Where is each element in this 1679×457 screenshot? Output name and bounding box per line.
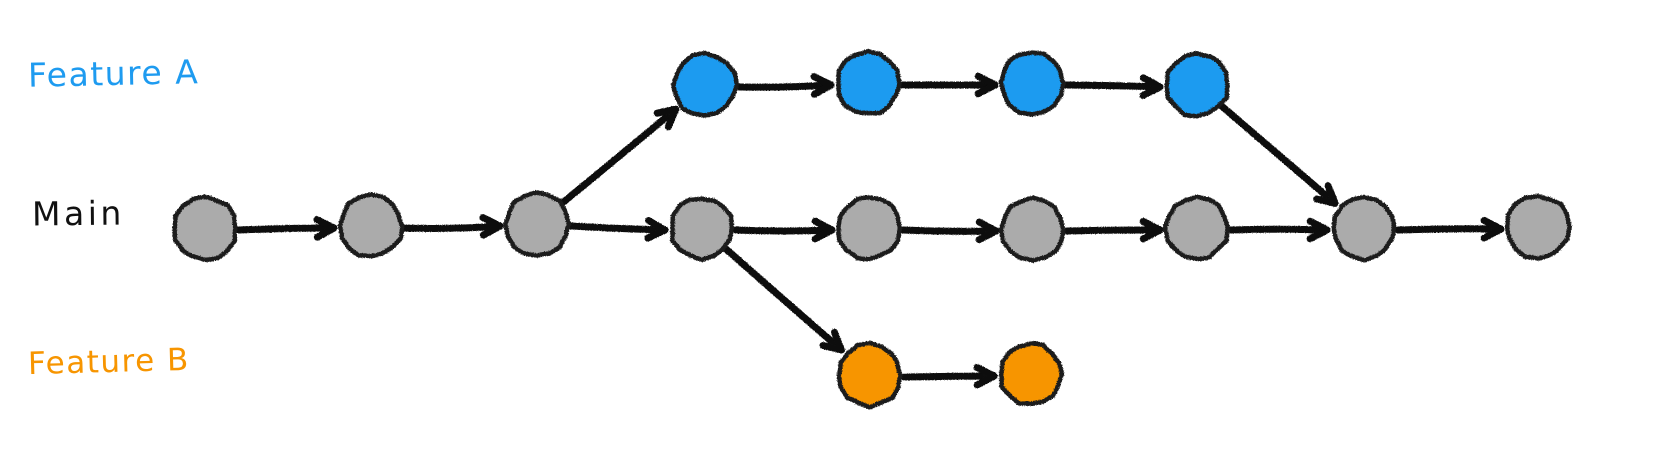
arrowhead-m4-b1: [819, 328, 845, 354]
commit-node-b1[interactable]: [836, 340, 903, 410]
arrowhead-a4-m8: [1313, 182, 1339, 207]
edge-m1-m2: [235, 224, 338, 234]
commit-node-m2[interactable]: [337, 192, 405, 259]
commit-node-shape: [998, 50, 1066, 117]
commit-node-shape: [1164, 51, 1230, 119]
commit-node-m6[interactable]: [998, 195, 1066, 264]
commit-node-b2[interactable]: [999, 341, 1065, 407]
commit-node-a4[interactable]: [1164, 51, 1230, 119]
edge-a3-a4: [1062, 81, 1164, 91]
edge-a1-a2: [735, 81, 835, 91]
edge-m8-m9: [1394, 225, 1505, 234]
arrowhead-b1-b2: [973, 363, 998, 389]
edge-m4-m5: [732, 226, 836, 235]
arrowhead-m3-a1: [653, 105, 680, 131]
arrowhead-m2-m3: [479, 214, 504, 239]
edge-a4-m8: [1217, 102, 1339, 207]
commit-node-m8[interactable]: [1331, 194, 1397, 263]
arrowhead-a3-a4: [1139, 74, 1164, 99]
arrowhead-m4-m5: [811, 217, 836, 243]
edge-m7-m8: [1227, 225, 1331, 234]
edge-m4-b1: [722, 245, 845, 354]
arrowhead-m3-m4: [644, 217, 669, 242]
commit-node-shape: [999, 341, 1065, 407]
commit-node-shape: [172, 194, 238, 263]
commit-node-shape: [836, 195, 903, 262]
edge-m5-m6: [899, 226, 1000, 235]
edge-m3-a1: [558, 105, 680, 208]
commit-node-shape: [836, 340, 903, 410]
arrowhead-m8-m9: [1480, 216, 1505, 242]
commit-node-m7[interactable]: [1162, 194, 1230, 262]
branch-label-feature-a: Feature A: [27, 52, 200, 95]
commit-node-shape: [1162, 194, 1230, 262]
commit-node-shape: [998, 195, 1066, 264]
arrowheads-layer: [313, 72, 1505, 389]
arrowhead-m7-m8: [1306, 217, 1331, 243]
arrowhead-m1-m2: [313, 216, 338, 241]
commit-node-shape: [337, 192, 405, 259]
edge-m6-m7: [1063, 226, 1164, 235]
commit-node-shape: [669, 196, 734, 263]
edge-m3-m4: [567, 222, 669, 234]
commit-node-shape: [1504, 193, 1572, 261]
edges-layer: [235, 81, 1505, 381]
arrowhead-m5-m6: [975, 218, 1000, 244]
nodes-layer: [172, 48, 1572, 410]
edge-b1-b2: [900, 372, 998, 381]
commit-node-shape: [836, 48, 902, 116]
branch-label-main: Main: [31, 193, 125, 234]
commit-node-shape: [670, 50, 740, 118]
commit-node-m9[interactable]: [1504, 193, 1572, 261]
commit-node-a1[interactable]: [670, 50, 740, 118]
commit-node-shape: [1331, 194, 1397, 263]
commit-node-a2[interactable]: [836, 48, 902, 116]
branch-label-feature-b: Feature B: [27, 341, 191, 383]
commit-node-m5[interactable]: [836, 195, 903, 262]
edge-m2-m3: [401, 222, 504, 232]
arrowhead-a1-a2: [810, 73, 835, 98]
commit-node-m1[interactable]: [172, 194, 238, 263]
commit-node-shape: [503, 190, 572, 258]
arrowhead-a2-a3: [974, 72, 999, 98]
commit-node-m3[interactable]: [503, 190, 572, 258]
commit-node-a3[interactable]: [998, 50, 1066, 117]
arrowhead-m6-m7: [1139, 217, 1164, 243]
commit-node-m4[interactable]: [669, 196, 734, 263]
